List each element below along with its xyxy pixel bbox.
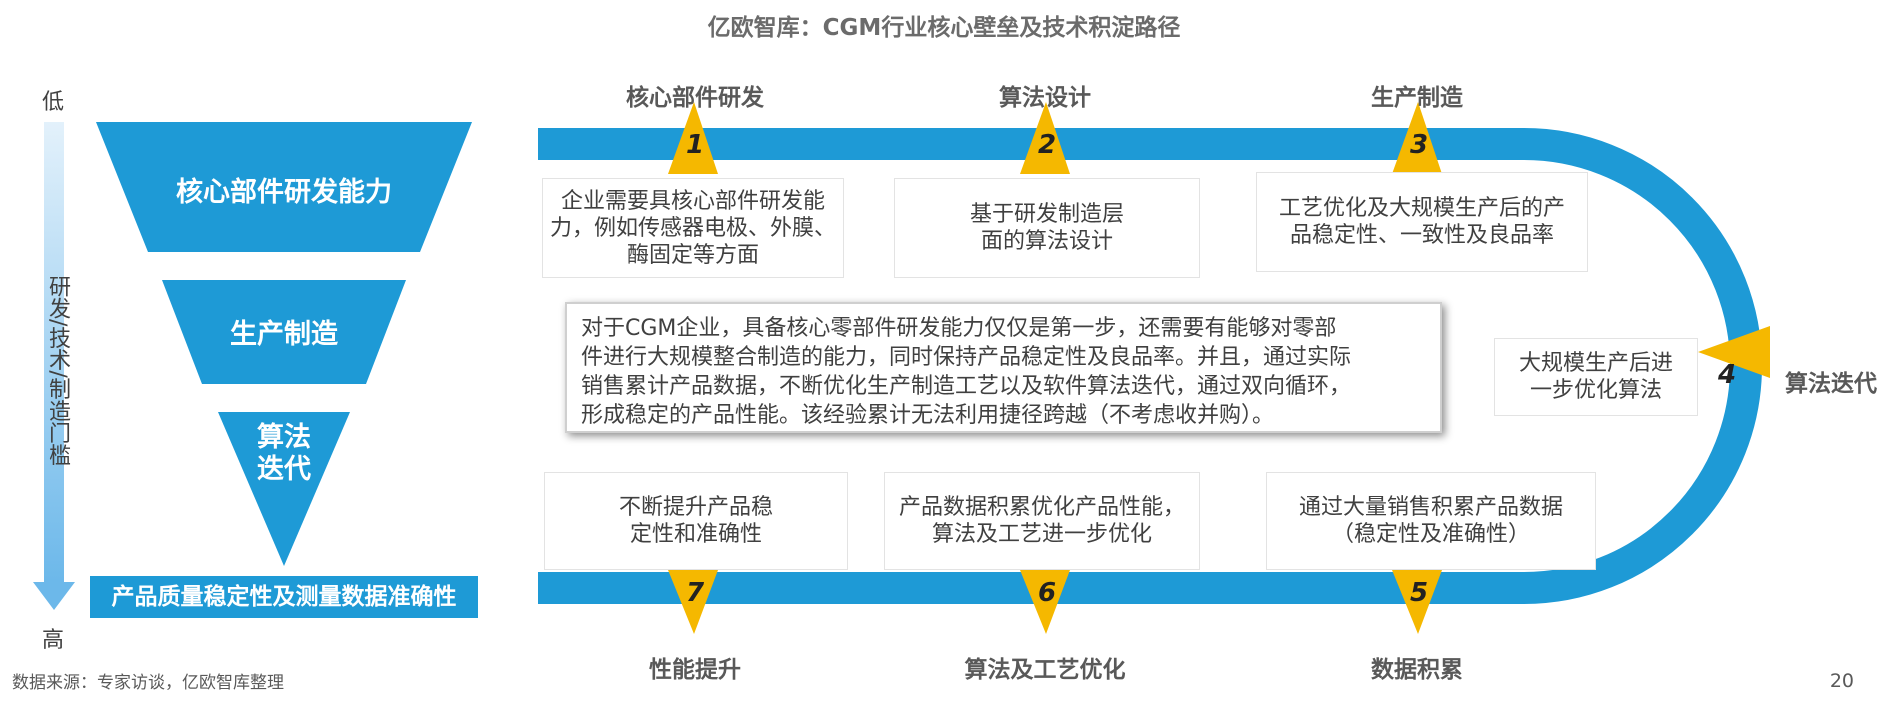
stage-1-desc-line-2: 力，例如传感器电极、外膜、 — [549, 215, 836, 241]
center-line-1: 对于CGM企业，具备核心零部件研发能力仅仅是第一步，还需要有能够对零部 — [581, 316, 1337, 341]
stage-5-label: 数据积累 — [1371, 657, 1463, 683]
stage-2-description: 基于研发制造层 面的算法设计 — [894, 178, 1200, 278]
stage-6-description: 产品数据积累优化产品性能， 算法及工艺进一步优化 — [884, 472, 1200, 570]
stage-5-desc-line-1: 通过大量销售积累产品数据 — [1298, 495, 1563, 520]
marker-7-number: 7 — [685, 578, 705, 608]
stage-7-desc-line-2: 定性和准确性 — [629, 522, 762, 547]
marker-1-number: 1 — [685, 130, 705, 160]
marker-4-icon — [1698, 326, 1770, 378]
center-line-4: 形成稳定的产品性能。该经验累计无法利用捷径跨越（不考虑收并购）。 — [581, 403, 1275, 428]
marker-6-icon — [1020, 570, 1070, 634]
stage-1-label: 核心部件研发 — [626, 85, 764, 111]
marker-6-number: 6 — [1037, 578, 1057, 608]
stage-3-label: 生产制造 — [1371, 85, 1463, 111]
stage-2-label: 算法设计 — [999, 85, 1091, 111]
marker-2-icon — [1020, 102, 1070, 174]
stage-7-label: 性能提升 — [649, 657, 741, 683]
stage-3-description: 工艺优化及大规模生产后的产 品稳定性、一致性及良品率 — [1256, 172, 1588, 272]
stage-2-desc-line-2: 面的算法设计 — [980, 229, 1113, 254]
center-explanation: 对于CGM企业，具备核心零部件研发能力仅仅是第一步，还需要有能够对零部 件进行大… — [565, 302, 1442, 433]
stage-3-desc-line-2: 品稳定性、一致性及良品率 — [1289, 223, 1554, 248]
funnel-level-3-line-2: 迭代 — [257, 454, 311, 485]
funnel-level-1 — [96, 122, 472, 252]
axis-vertical-label: 研发/技术/制造门槛 — [45, 274, 70, 466]
threshold-axis-arrow — [33, 122, 75, 610]
center-line-3: 销售累计产品数据，不断优化生产制造工艺以及软件算法迭代，通过双向循环， — [581, 374, 1352, 399]
stage-5-desc-line-2: （稳定性及准确性） — [1331, 522, 1530, 547]
marker-3-number: 3 — [1409, 130, 1429, 160]
stage-6-desc-line-1: 产品数据积累优化产品性能， — [898, 495, 1185, 520]
marker-3-icon — [1392, 102, 1442, 174]
marker-1-icon — [668, 102, 718, 174]
stage-1-desc-line-3: 酶固定等方面 — [626, 242, 759, 268]
funnel-level-2-label: 生产制造 — [230, 319, 338, 350]
marker-4-number: 4 — [1717, 360, 1737, 390]
marker-2-number: 2 — [1037, 130, 1057, 160]
funnel-level-3 — [218, 412, 350, 566]
axis-high-label: 高 — [42, 628, 65, 653]
stage-2-desc-line-1: 基于研发制造层 — [969, 202, 1124, 227]
stage-5-description: 通过大量销售积累产品数据 （稳定性及准确性） — [1266, 472, 1596, 570]
stage-4-desc-line-1: 大规模生产后进 — [1518, 351, 1673, 376]
stage-6-desc-line-2: 算法及工艺进一步优化 — [931, 522, 1152, 547]
stage-7-description: 不断提升产品稳 定性和准确性 — [544, 472, 848, 570]
stage-4-label: 算法迭代 — [1785, 371, 1877, 397]
funnel-level-3-label: 算法 迭代 — [234, 422, 334, 486]
stage-1-desc-line-1: 企业需要具核心部件研发能 — [560, 188, 825, 214]
marker-5-icon — [1392, 570, 1442, 634]
stage-1-description: 企业需要具核心部件研发能 力，例如传感器电极、外膜、 酶固定等方面 — [542, 178, 844, 278]
stage-3-desc-line-1: 工艺优化及大规模生产后的产 — [1278, 196, 1565, 221]
marker-7-icon — [668, 570, 718, 634]
stage-4-description: 大规模生产后进 一步优化算法 — [1494, 338, 1698, 416]
center-line-2: 件进行大规模整合制造的能力，同时保持产品稳定性及良品率。并且，通过实际 — [581, 345, 1352, 370]
funnel-level-2 — [162, 280, 406, 384]
source-note: 数据来源：专家访谈，亿欧智库整理 — [12, 673, 284, 693]
stage-4-desc-line-2: 一步优化算法 — [1529, 378, 1662, 403]
stage-6-label: 算法及工艺优化 — [964, 657, 1126, 683]
page-title: 亿欧智库：CGM行业核心壁垒及技术积淀路径 — [707, 15, 1181, 41]
stage-7-desc-line-1: 不断提升产品稳 — [618, 495, 773, 520]
marker-5-number: 5 — [1409, 578, 1429, 608]
funnel-bottom-bar: 产品质量稳定性及测量数据准确性 — [90, 576, 478, 618]
page-number: 20 — [1829, 670, 1854, 692]
funnel-level-1-label: 核心部件研发能力 — [176, 177, 392, 208]
axis-low-label: 低 — [42, 90, 65, 115]
funnel-level-3-line-1: 算法 — [257, 422, 311, 453]
